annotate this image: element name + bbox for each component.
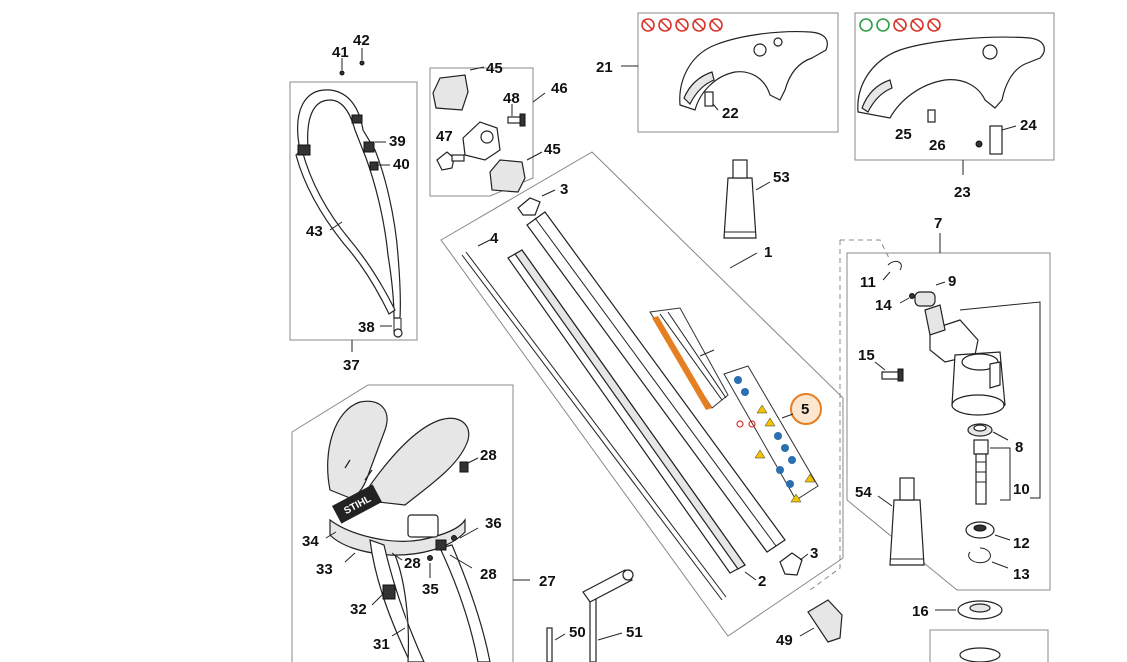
label-12: 12 xyxy=(1013,535,1030,552)
label-53: 53 xyxy=(773,169,790,186)
guard-21-symbols xyxy=(641,18,723,32)
label-51: 51 xyxy=(626,624,643,641)
label-5[interactable]: 5 xyxy=(801,401,809,418)
harness-logo-plate xyxy=(331,484,383,524)
label-23: 23 xyxy=(954,184,971,201)
grease-tube-54 xyxy=(877,477,925,566)
shoulder-strap-group xyxy=(289,48,418,352)
label-22: 22 xyxy=(722,105,739,122)
cap-49 xyxy=(799,599,843,643)
label-45-top: 45 xyxy=(486,60,503,77)
label-31: 31 xyxy=(373,636,390,653)
label-1: 1 xyxy=(764,244,772,261)
label-27: 27 xyxy=(539,573,556,590)
label-15: 15 xyxy=(858,347,875,364)
label-40: 40 xyxy=(393,156,410,173)
label-28-top: 28 xyxy=(480,447,497,464)
label-35: 35 xyxy=(422,581,439,598)
label-34: 34 xyxy=(302,533,319,550)
label-50: 50 xyxy=(569,624,586,641)
label-2: 2 xyxy=(758,573,766,590)
grease-tube-53 xyxy=(723,159,771,239)
label-3-top: 3 xyxy=(560,181,568,198)
label-28-right: 28 xyxy=(480,566,497,583)
gear-head-group xyxy=(809,233,1051,591)
warning-label xyxy=(723,365,819,503)
label-42: 42 xyxy=(353,32,370,49)
part-number-labels: 1 2 3 3 4 5 7 8 9 10 11 12 13 14 15 16 2… xyxy=(302,32,1037,653)
label-49: 49 xyxy=(776,632,793,649)
label-37: 37 xyxy=(343,357,360,374)
label-38: 38 xyxy=(358,319,375,336)
small-parts-group xyxy=(429,66,546,197)
label-16: 16 xyxy=(912,603,929,620)
label-47: 47 xyxy=(436,128,453,145)
label-13: 13 xyxy=(1013,566,1030,583)
label-48: 48 xyxy=(503,90,520,107)
label-9: 9 xyxy=(948,273,956,290)
label-14: 14 xyxy=(875,297,892,314)
label-32: 32 xyxy=(350,601,367,618)
label-43: 43 xyxy=(306,223,323,240)
label-21: 21 xyxy=(596,59,613,76)
bottom-group-box xyxy=(929,629,1049,662)
label-41: 41 xyxy=(332,44,349,61)
highlight-callout-5[interactable] xyxy=(790,393,822,425)
label-36: 36 xyxy=(485,515,502,532)
label-25: 25 xyxy=(895,126,912,143)
label-28-mid: 28 xyxy=(404,555,421,572)
label-3-bottom: 3 xyxy=(810,545,818,562)
guard-21-group xyxy=(621,12,839,133)
thrust-plate-16 xyxy=(935,600,1003,620)
drive-tube-group xyxy=(440,151,844,637)
harness-group: STIHL xyxy=(291,384,530,662)
label-46: 46 xyxy=(551,80,568,97)
tools-group xyxy=(546,569,634,662)
label-7: 7 xyxy=(934,215,942,232)
guard-23-group xyxy=(854,12,1055,175)
label-26: 26 xyxy=(929,137,946,154)
label-45-bottom: 45 xyxy=(544,141,561,158)
label-54: 54 xyxy=(855,484,872,501)
label-24: 24 xyxy=(1020,117,1037,134)
label-11: 11 xyxy=(860,274,876,291)
label-4: 4 xyxy=(490,230,499,247)
label-33: 33 xyxy=(316,561,333,578)
guard-23-symbols xyxy=(859,18,941,32)
label-10: 10 xyxy=(1013,481,1030,498)
label-8: 8 xyxy=(1015,439,1023,456)
label-39: 39 xyxy=(389,133,406,150)
